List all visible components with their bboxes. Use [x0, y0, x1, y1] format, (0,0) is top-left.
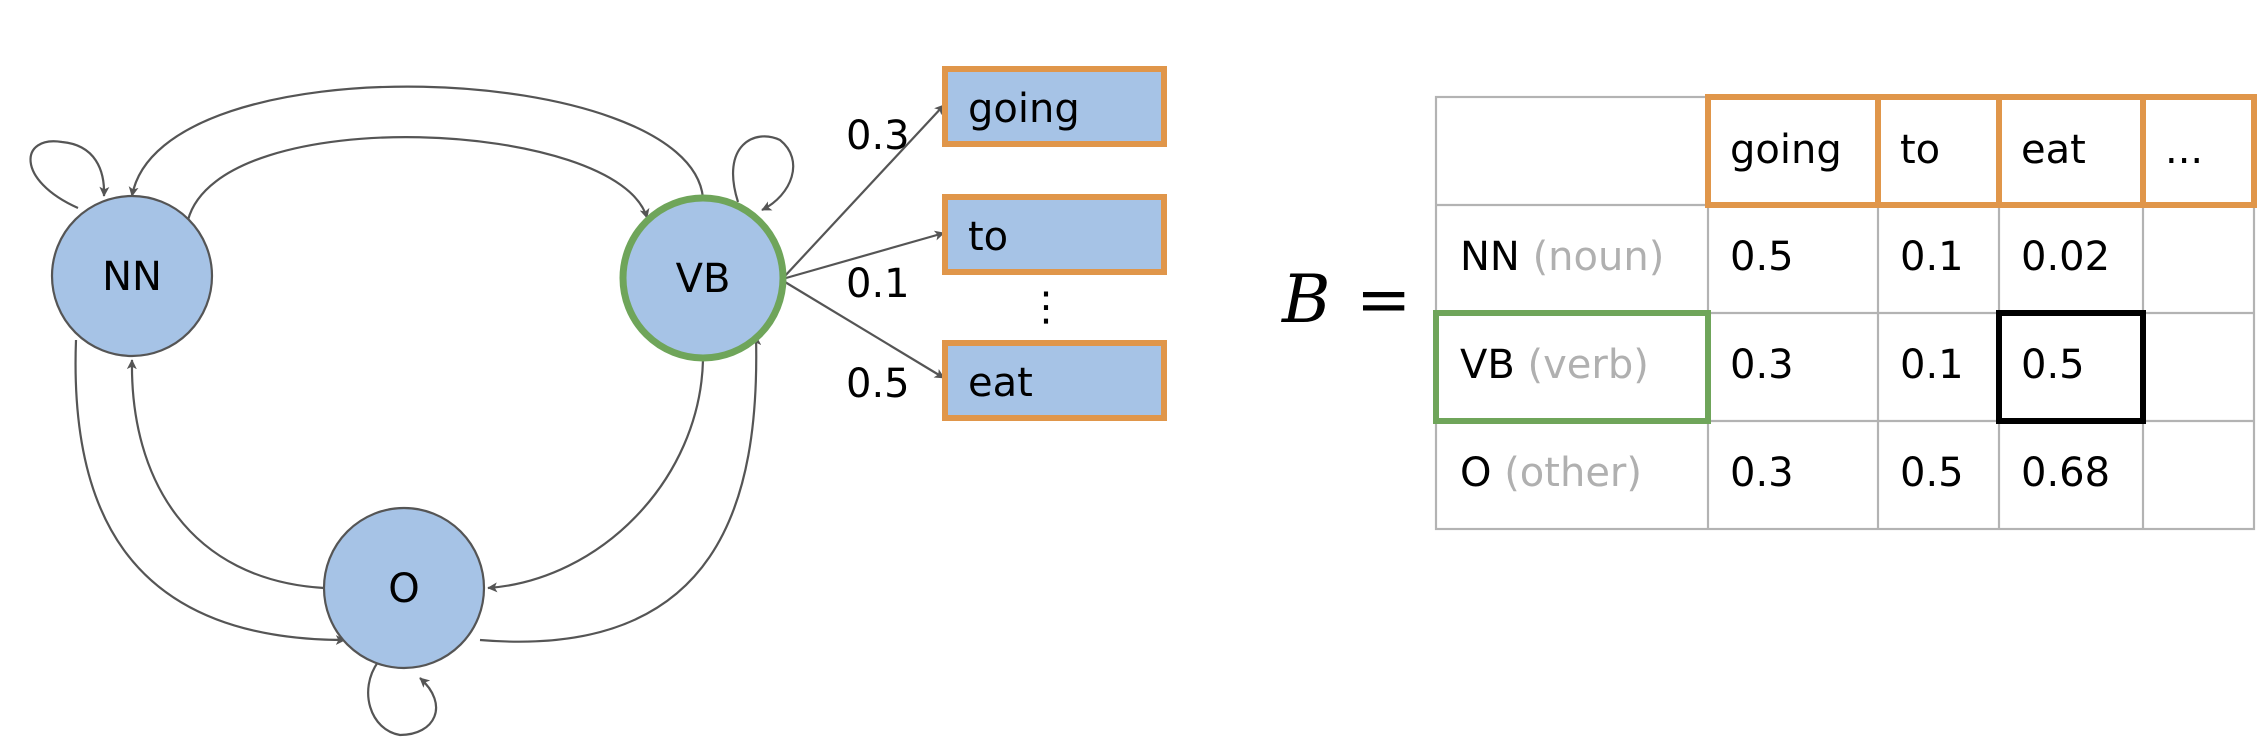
selected-cell-vb-eat [1996, 310, 2146, 424]
col-header-box-more [2140, 94, 2257, 208]
edge-nn-to-o [74, 339, 346, 645]
edge-o-to-nn [126, 359, 325, 590]
col-header-more: ... [2165, 127, 2203, 173]
cell-vb-to: 0.1 [1900, 342, 1964, 388]
word-box-to: to [942, 194, 1167, 275]
state-circle-nn [50, 194, 214, 358]
matrix-symbol: B [1281, 261, 1331, 338]
cell-o-going: 0.3 [1730, 450, 1794, 496]
state-label-nn: NN [102, 254, 162, 300]
edge-vb-to-o [487, 359, 705, 593]
row-header-vb: VB (verb) [1460, 342, 1649, 388]
row-tag-nn: NN [1460, 234, 1520, 280]
emission-prob-going: 0.3 [846, 113, 910, 159]
word-label-going: going [968, 86, 1080, 132]
emission-prob-eat: 0.5 [846, 361, 910, 407]
row-desc-o: (other) [1504, 450, 1642, 496]
edge-vb-self-loop [732, 135, 795, 211]
row-desc-vb: (verb) [1528, 342, 1649, 388]
edge-nn-self-loop [29, 140, 110, 210]
cell-o-eat: 0.68 [2021, 450, 2110, 496]
transition-edges [29, 85, 795, 737]
state-node-o: O [322, 506, 486, 670]
state-label-vb: VB [676, 256, 731, 302]
state-circle-vb [619, 194, 787, 362]
word-label-to: to [968, 214, 1008, 260]
emission-prob-to: 0.1 [846, 261, 910, 307]
row-desc-nn: (noun) [1533, 234, 1665, 280]
cell-nn-to: 0.1 [1900, 234, 1964, 280]
state-label-o: O [388, 566, 419, 612]
row-header-o: O (other) [1460, 450, 1642, 496]
cell-vb-going: 0.3 [1730, 342, 1794, 388]
edge-vb-to-eat [784, 281, 945, 379]
edge-vb-to-nn [128, 85, 705, 199]
cell-o-to: 0.5 [1900, 450, 1964, 496]
cell-vb-eat: 0.5 [2021, 342, 2085, 388]
vertical-ellipsis: ⋮ [1026, 284, 1066, 330]
col-header-going: going [1730, 127, 1842, 173]
col-header-to: to [1900, 127, 1940, 173]
edge-o-to-vb [479, 335, 762, 643]
word-box-eat: eat [942, 340, 1167, 421]
row-tag-o: O [1460, 450, 1491, 496]
word-label-eat: eat [968, 360, 1033, 406]
row-tag-vb: VB [1460, 342, 1515, 388]
edge-o-self-loop [367, 661, 438, 737]
edge-nn-to-vb [186, 136, 650, 221]
state-node-vb: VB [619, 194, 787, 362]
row-header-box-vb [1433, 310, 1711, 424]
edge-vb-to-going [783, 104, 945, 278]
matrix-equals: = [1356, 261, 1411, 338]
col-header-eat: eat [2021, 127, 2086, 173]
emission-matrix-table: going to eat ... NN (noun) 0.5 0.1 0.02 … [1433, 94, 2257, 531]
state-node-nn: NN [50, 194, 214, 358]
word-box-going: going [942, 66, 1167, 147]
cell-nn-going: 0.5 [1730, 234, 1794, 280]
edge-vb-to-to [785, 230, 945, 280]
row-header-nn: NN (noun) [1460, 234, 1664, 280]
state-circle-o [322, 506, 486, 670]
cell-nn-eat: 0.02 [2021, 234, 2110, 280]
emission-edges [783, 104, 945, 379]
